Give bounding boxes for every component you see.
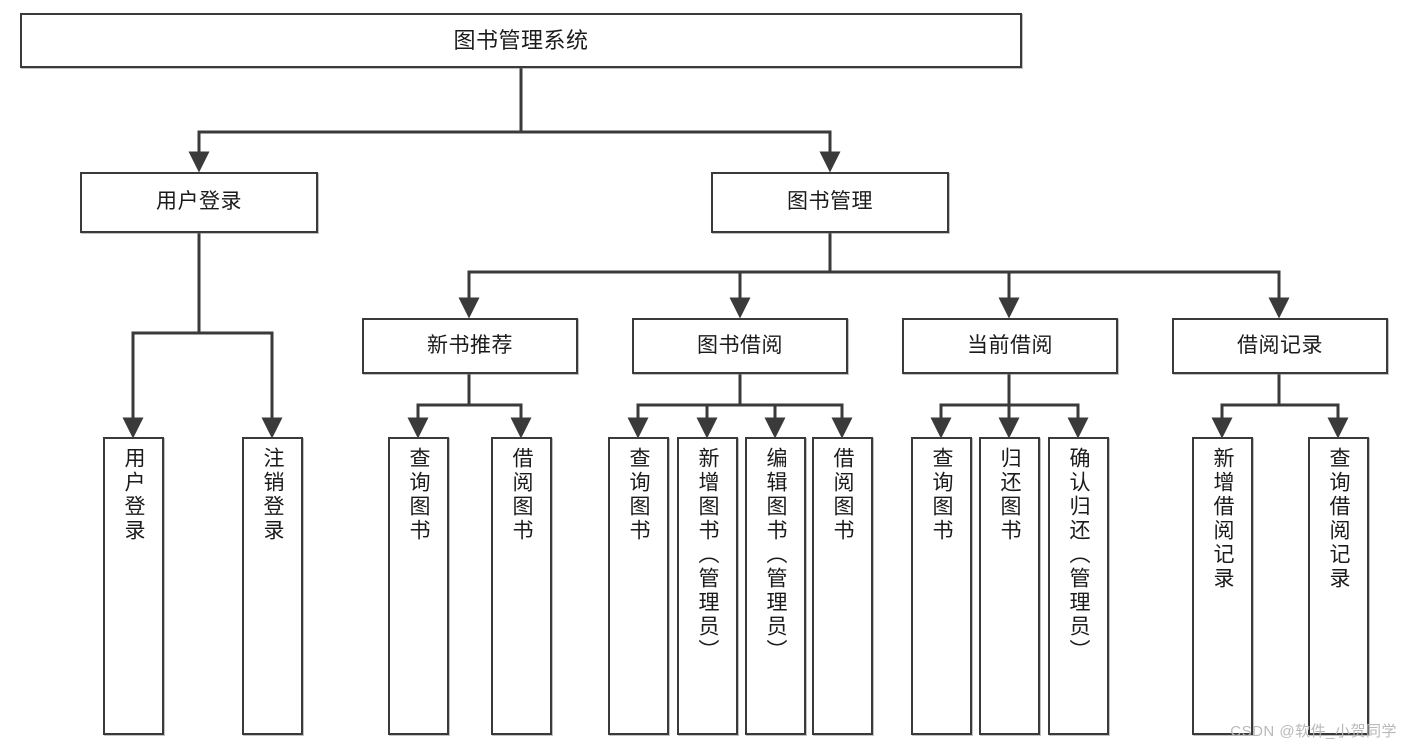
node-leaf-query-borrow-record-label: 查询借阅记录 bbox=[1327, 447, 1350, 591]
node-user-login-label: 用户登录 bbox=[156, 190, 242, 214]
node-leaf-borrow-book-1-label: 借阅图书 bbox=[510, 447, 533, 543]
node-root[interactable]: 图书管理系统 bbox=[20, 13, 1022, 68]
node-book-borrow-label: 图书借阅 bbox=[697, 333, 783, 357]
node-leaf-query-book-2[interactable]: 查询图书 bbox=[608, 437, 669, 735]
node-leaf-query-book-2-label: 查询图书 bbox=[627, 447, 650, 543]
node-leaf-add-borrow-record-label: 新增借阅记录 bbox=[1211, 447, 1234, 591]
node-current-borrow-label: 当前借阅 bbox=[967, 333, 1053, 357]
node-leaf-user-login-label: 用户登录 bbox=[122, 447, 145, 543]
node-leaf-add-borrow-record[interactable]: 新增借阅记录 bbox=[1192, 437, 1253, 735]
node-root-label: 图书管理系统 bbox=[453, 27, 589, 53]
node-leaf-borrow-book-2-label: 借阅图书 bbox=[831, 447, 854, 543]
node-leaf-logout-label: 注销登录 bbox=[261, 447, 284, 543]
node-leaf-query-book-3[interactable]: 查询图书 bbox=[911, 437, 972, 735]
node-book-borrow[interactable]: 图书借阅 bbox=[632, 318, 848, 374]
node-leaf-borrow-book-1[interactable]: 借阅图书 bbox=[491, 437, 552, 735]
node-new-book-recommend-label: 新书推荐 bbox=[427, 333, 513, 357]
node-leaf-borrow-book-2[interactable]: 借阅图书 bbox=[812, 437, 873, 735]
node-leaf-add-book-admin-label: 新增图书（管理员） bbox=[696, 447, 719, 663]
node-leaf-user-login[interactable]: 用户登录 bbox=[103, 437, 164, 735]
node-leaf-confirm-return-admin-label: 确认归还（管理员） bbox=[1067, 447, 1090, 663]
node-leaf-edit-book-admin-label: 编辑图书（管理员） bbox=[764, 447, 787, 663]
node-current-borrow[interactable]: 当前借阅 bbox=[902, 318, 1118, 374]
node-leaf-return-book[interactable]: 归还图书 bbox=[979, 437, 1040, 735]
node-user-login[interactable]: 用户登录 bbox=[80, 172, 318, 233]
node-borrow-record-label: 借阅记录 bbox=[1237, 333, 1323, 357]
node-leaf-query-book-3-label: 查询图书 bbox=[930, 447, 953, 543]
node-leaf-add-book-admin[interactable]: 新增图书（管理员） bbox=[677, 437, 738, 735]
node-leaf-query-book-1-label: 查询图书 bbox=[407, 447, 430, 543]
node-book-management[interactable]: 图书管理 bbox=[711, 172, 949, 233]
node-leaf-return-book-label: 归还图书 bbox=[998, 447, 1021, 543]
node-leaf-edit-book-admin[interactable]: 编辑图书（管理员） bbox=[745, 437, 806, 735]
node-borrow-record[interactable]: 借阅记录 bbox=[1172, 318, 1388, 374]
node-leaf-confirm-return-admin[interactable]: 确认归还（管理员） bbox=[1048, 437, 1109, 735]
node-book-management-label: 图书管理 bbox=[787, 190, 873, 214]
node-leaf-query-borrow-record[interactable]: 查询借阅记录 bbox=[1308, 437, 1369, 735]
node-leaf-query-book-1[interactable]: 查询图书 bbox=[388, 437, 449, 735]
node-new-book-recommend[interactable]: 新书推荐 bbox=[362, 318, 578, 374]
node-leaf-logout[interactable]: 注销登录 bbox=[242, 437, 303, 735]
csdn-watermark: CSDN @软件_小贺同学 bbox=[1230, 723, 1397, 740]
